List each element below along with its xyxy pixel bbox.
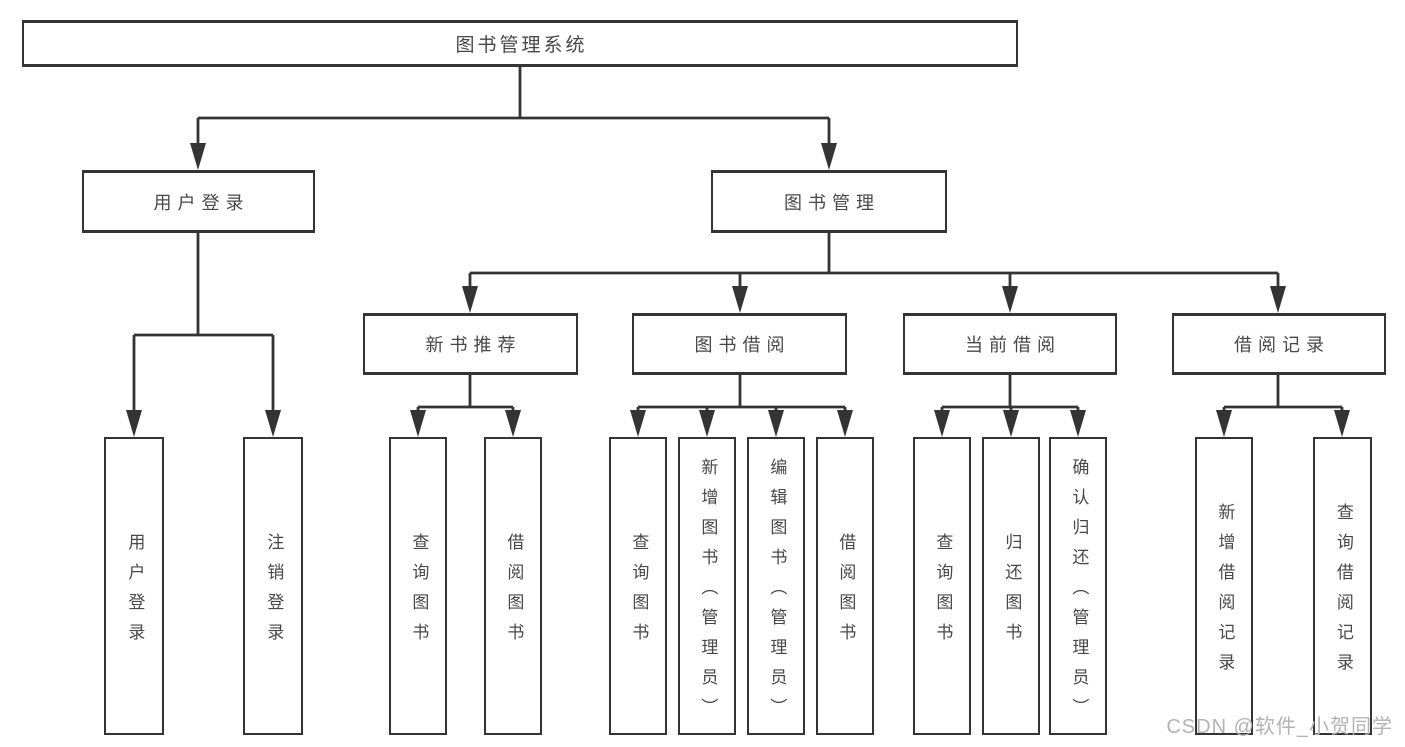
node-leaf-query-books-borrowing: 查询图书 [609,437,667,735]
node-label: 用户登录 [125,532,145,653]
node-root: 图书管理系统 [22,20,1018,67]
node-label: 新增借阅记录 [1215,502,1235,683]
node-label: 借阅图书 [504,532,524,653]
node-new-book-recommend: 新书推荐 [363,313,578,375]
node-label: 查询图书 [933,532,953,653]
node-leaf-return-books: 归还图书 [982,437,1040,735]
node-label: 查询图书 [409,532,429,653]
node-label: 用户登录 [153,192,250,213]
node-leaf-confirm-return-admin: 确认归还（管理员） [1049,437,1107,735]
csdn-watermark: CSDN @软件_小贺同学 [1166,716,1393,738]
node-label: 编辑图书（管理员） [767,457,787,728]
node-label: 图书管理系统 [455,35,588,56]
node-label: 新增图书（管理员） [698,457,718,728]
node-leaf-user-login: 用户登录 [104,437,164,735]
arrowheads [126,143,1350,437]
node-label: 查询借阅记录 [1333,502,1353,683]
connector-borrowing-records-to-children [1222,375,1344,417]
connector-book-management-to-children [468,233,1280,295]
connector-new-book-recommend-to-children [416,375,515,417]
node-label: 借阅记录 [1234,335,1330,355]
node-leaf-add-borrow-record: 新增借阅记录 [1195,437,1253,735]
node-leaf-borrow-books-recommend: 借阅图书 [484,437,542,735]
node-label: 新书推荐 [425,335,522,355]
connector-root-to-level2 [196,67,831,150]
node-label: 查询图书 [629,532,649,653]
node-label: 图书借阅 [694,335,791,355]
node-leaf-query-borrow-record: 查询借阅记录 [1313,437,1372,735]
node-borrowing-records: 借阅记录 [1172,313,1386,375]
node-leaf-query-books-current: 查询图书 [913,437,971,735]
node-leaf-add-books-admin: 新增图书（管理员） [678,437,736,735]
node-current-borrowing: 当前借阅 [903,313,1117,375]
node-leaf-logout: 注销登录 [243,437,303,735]
node-label: 确认归还（管理员） [1069,457,1089,728]
node-label: 注销登录 [264,532,284,653]
connector-user-login-to-children [132,233,275,417]
node-leaf-query-books-recommend: 查询图书 [389,437,447,735]
node-leaf-edit-books-admin: 编辑图书（管理员） [747,437,805,735]
node-label: 归还图书 [1002,532,1022,653]
node-user-login: 用户登录 [82,170,315,233]
node-label: 图书管理 [784,192,880,213]
connector-book-borrowing-to-children [636,375,847,417]
node-leaf-borrow-books-borrowing: 借阅图书 [816,437,874,735]
node-book-borrowing: 图书借阅 [632,313,847,375]
node-label: 借阅图书 [836,532,856,653]
node-label: 当前借阅 [965,335,1061,355]
node-book-management: 图书管理 [711,170,947,233]
